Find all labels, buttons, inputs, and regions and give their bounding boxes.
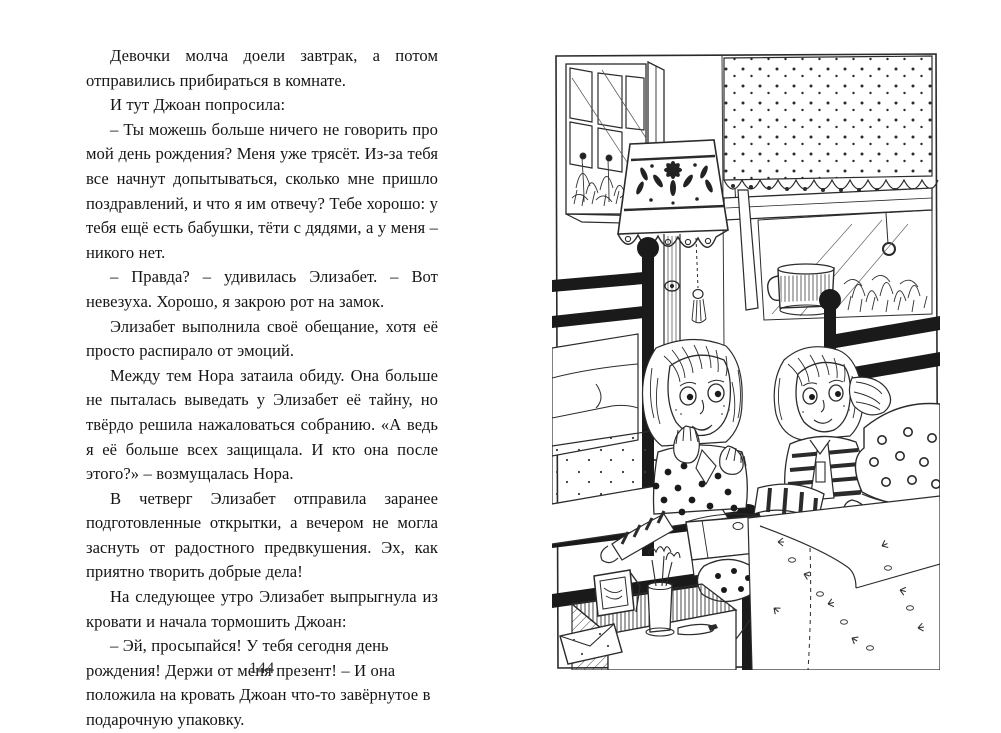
- bedroom-scene-illustration: [552, 48, 940, 670]
- envelope-card: [559, 623, 623, 665]
- pyjama-dots-left: [652, 462, 738, 516]
- lamp-pull-cord: [691, 237, 707, 324]
- paragraph: – Ты можешь больше ничего не говорить пр…: [86, 119, 438, 262]
- flower-vase: [645, 546, 681, 637]
- book-page-spread: Девочки молча доели завтрак, а потом отп…: [86, 44, 940, 730]
- paragraph: – Эй, просыпайся! У тебя сегодня день ро…: [86, 636, 431, 730]
- paragraph: – Правда? – удивилась Элизабет. – Вот не…: [86, 267, 438, 311]
- paragraph: Элизабет выполнила своё обещание, хотя е…: [86, 316, 438, 361]
- table-lamp: [617, 139, 729, 348]
- polka-dot-roller-blind: [723, 55, 939, 256]
- left-text-page: Девочки молча доели завтрак, а потом отп…: [86, 44, 438, 729]
- picture-frame: [593, 569, 641, 617]
- lamp-flower-pattern: [636, 161, 713, 205]
- bedspread-right: [747, 495, 940, 670]
- paragraph: На следующее утро Элизабет выпрыгнула из…: [86, 587, 438, 631]
- striped-sock-left: [600, 510, 675, 564]
- paragraph: Между тем Нора затаила обиду. Она больше…: [86, 365, 438, 484]
- paragraph: В четверг Элизабет отправила заранее под…: [86, 488, 438, 582]
- window-sill: [723, 187, 933, 321]
- pen-on-nightstand: [677, 623, 718, 636]
- paragraph: И тут Джоан попросила:: [110, 95, 286, 115]
- paragraph: Девочки молча доели завтрак, а потом отп…: [86, 46, 438, 90]
- page-number: 144: [249, 660, 275, 677]
- right-illustration-page: [552, 48, 940, 670]
- girl-left: [641, 338, 748, 516]
